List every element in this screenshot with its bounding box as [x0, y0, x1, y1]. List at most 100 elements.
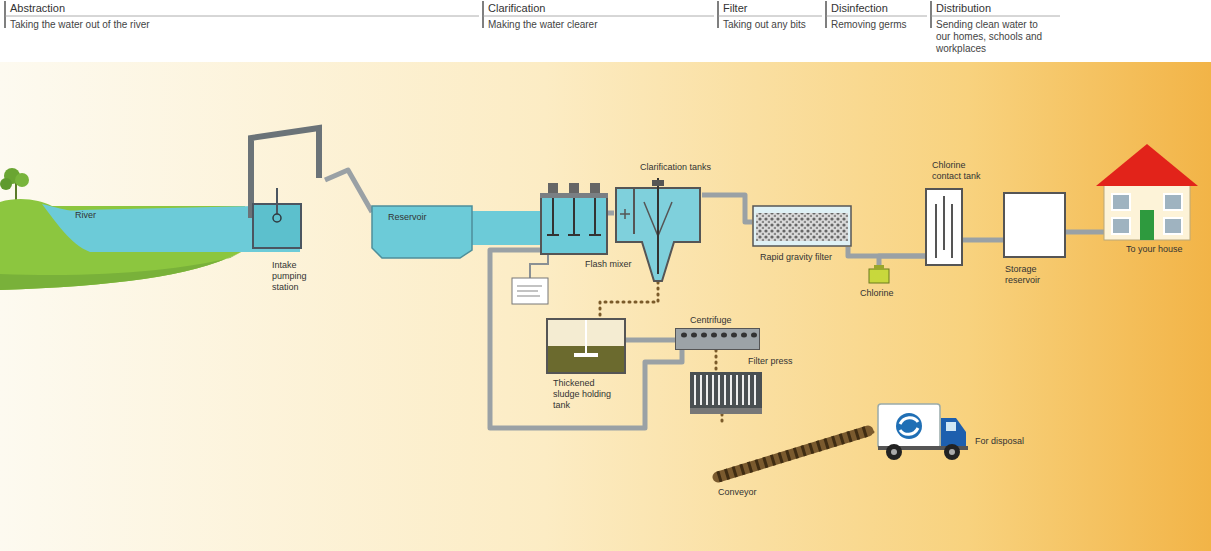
- stage-description: Taking the water out of the river: [10, 19, 150, 31]
- node-label: Reservoir: [388, 212, 427, 223]
- label-holder: Distribution: [936, 2, 991, 15]
- intake-station-part: [276, 188, 278, 214]
- node-label: Centrifuge: [690, 315, 732, 326]
- label-holder: Reservoir: [388, 212, 427, 223]
- flash-mixer-drawing: [540, 183, 608, 255]
- label-holder: Clarification tanks: [640, 162, 711, 173]
- chlorine-dosing-part: [874, 265, 884, 269]
- pipe-connector: [879, 256, 925, 268]
- sludge-tank: Thickened sludge holding tank: [546, 318, 626, 374]
- flash-mixer-part: [547, 198, 601, 235]
- contact-tank: Chlorine contact tank: [925, 188, 963, 266]
- node-label: Conveyor: [718, 487, 757, 498]
- sludge-tank-part: [574, 353, 598, 357]
- clarification-tank-part: [657, 178, 659, 274]
- illustration-part: [15, 173, 29, 187]
- centrifuge-part: [681, 333, 687, 338]
- disposal-truck-part: [878, 404, 940, 448]
- pipe-connector: [626, 338, 675, 343]
- illustration-part: [930, 1, 932, 28]
- sludge-flow: [715, 350, 718, 372]
- centrifuge-part: [691, 333, 697, 338]
- node-label: Chlorine contact tank: [932, 160, 990, 182]
- label-holder: Taking out any bits: [723, 19, 806, 31]
- label-holder: Removing germs: [831, 19, 907, 31]
- disposal-truck-part: [896, 413, 922, 439]
- label-holder: Rapid gravity filter: [760, 252, 832, 263]
- sludge-tank-drawing: [546, 318, 626, 374]
- label-holder: Chlorine contact tank: [932, 160, 990, 182]
- node-label: Filter press: [748, 356, 793, 367]
- reservoir-basin-part: [372, 206, 472, 258]
- node-label: Rapid gravity filter: [760, 252, 832, 263]
- water-channel: [472, 211, 540, 245]
- centrifuge: Centrifuge: [675, 328, 760, 350]
- house-part: [1112, 194, 1130, 210]
- illustration-part: [718, 16, 822, 17]
- rapid-gravity-filter: Rapid gravity filter: [752, 205, 852, 247]
- node-label: Chlorine: [860, 288, 894, 299]
- illustration-part: [825, 1, 827, 28]
- house: To your house: [1104, 140, 1190, 240]
- stage-title: Filter: [723, 2, 747, 15]
- label-holder: Abstraction: [10, 2, 65, 15]
- disposal-truck-part: [900, 418, 918, 435]
- house-part: [1096, 144, 1198, 186]
- label-holder: Taking the water out of the river: [10, 19, 150, 31]
- illustration-part: [826, 16, 927, 17]
- clarification-tank-drawing: [614, 178, 702, 282]
- node-label: For disposal: [975, 436, 1024, 447]
- conveyor-drawing: [712, 425, 872, 483]
- stage-title: Abstraction: [10, 2, 65, 15]
- filter-press: Filter press: [690, 372, 762, 414]
- flash-mixer: Flash mixer: [540, 183, 608, 255]
- house-part: [1164, 194, 1182, 210]
- centrifuge-part: [711, 333, 717, 338]
- node-label: Thickened sludge holding tank: [553, 378, 619, 411]
- node-label: Clarification tanks: [640, 162, 711, 173]
- label-holder: Intake pumping station: [272, 260, 317, 293]
- stage-description: Sending clean water to our homes, school…: [936, 19, 1046, 55]
- pipe-connector: [963, 238, 1003, 243]
- label-holder: Conveyor: [718, 487, 757, 498]
- stage-title: Disinfection: [831, 2, 888, 15]
- label-holder: Flash mixer: [585, 259, 632, 270]
- illustration-part: [483, 16, 714, 17]
- house-part: [1140, 210, 1154, 240]
- label-holder: Sending clean water to our homes, school…: [936, 19, 1046, 55]
- disposal-truck-part: [886, 444, 902, 460]
- sludge-tank-part: [547, 319, 625, 373]
- stage-description: Taking out any bits: [723, 19, 806, 31]
- clarification-tank-part: [652, 180, 664, 186]
- flash-mixer-part: [541, 197, 607, 254]
- disposal-truck-part: [946, 422, 956, 431]
- panel-ground: [0, 62, 1211, 551]
- intake-station: Intake pumping station: [245, 118, 325, 253]
- illustration-part: [5, 16, 479, 17]
- disposal-truck: For disposal: [878, 402, 968, 462]
- chlorine-dosing-part: [869, 269, 889, 283]
- illustration-part: [517, 286, 542, 296]
- centrifuge-drawing: [675, 328, 760, 350]
- house-part: [1164, 218, 1182, 234]
- flash-mixer-part: [569, 183, 579, 193]
- disposal-truck-part: [944, 444, 960, 460]
- illustration-part: [482, 1, 484, 28]
- pipe-connector: [608, 211, 614, 216]
- reservoir-basin-drawing: [372, 200, 472, 258]
- filter-press-part: [695, 375, 755, 405]
- storage-reservoir: Storage reservoir: [1003, 192, 1066, 258]
- label-holder: Filter press: [748, 356, 793, 367]
- illustration-part: [0, 178, 12, 190]
- rapid-gravity-filter-drawing: [752, 205, 852, 247]
- pipe-connector: [702, 195, 752, 222]
- conveyor: Conveyor: [712, 425, 872, 483]
- illustration-part: [931, 16, 1060, 17]
- disposal-truck-drawing: [878, 402, 968, 462]
- centrifuge-part: [731, 333, 737, 338]
- river-bank-part: [42, 204, 300, 252]
- house-drawing: [1104, 140, 1190, 240]
- clarification-tank-part: [620, 209, 630, 219]
- rapid-gravity-filter-part: [753, 206, 851, 246]
- storage-reservoir-part: [1004, 193, 1065, 257]
